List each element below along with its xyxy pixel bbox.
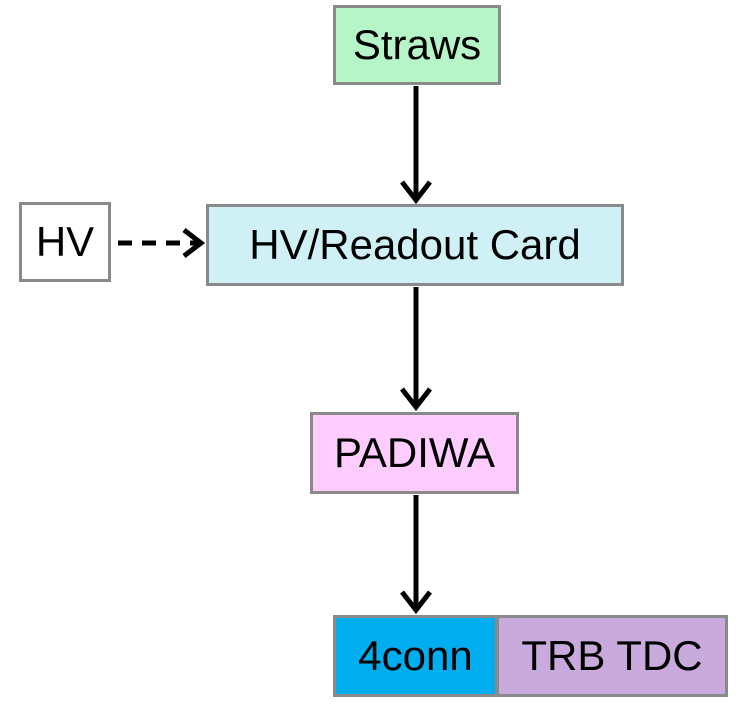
padiwa-box: PADIWA [310,412,519,494]
hv-label: HV [35,218,95,265]
arrowhead-icon [400,590,432,615]
straws-box: Straws [333,5,501,85]
edge-hv-to-hv-readout [118,228,206,258]
hv-box: HV [19,202,111,282]
edge-hv-readout-to-padiwa [400,287,432,412]
4conn-box: 4conn [333,615,498,697]
hv-readout-card-label: HV/Readout Card [249,221,581,268]
arrowhead-icon [400,180,432,205]
arrowhead-icon [182,228,206,258]
edge-padiwa-to-4conn [400,495,432,615]
edge-straws-to-hv-readout [400,86,432,205]
arrowhead-icon [400,387,432,412]
4conn-label: 4conn [358,632,473,679]
padiwa-label: PADIWA [333,429,495,476]
trb-tdc-box: TRB TDC [496,615,728,697]
trb-tdc-label: TRB TDC [521,632,703,679]
straws-label: Straws [352,21,482,68]
hv-readout-card-box: HV/Readout Card [206,204,624,286]
